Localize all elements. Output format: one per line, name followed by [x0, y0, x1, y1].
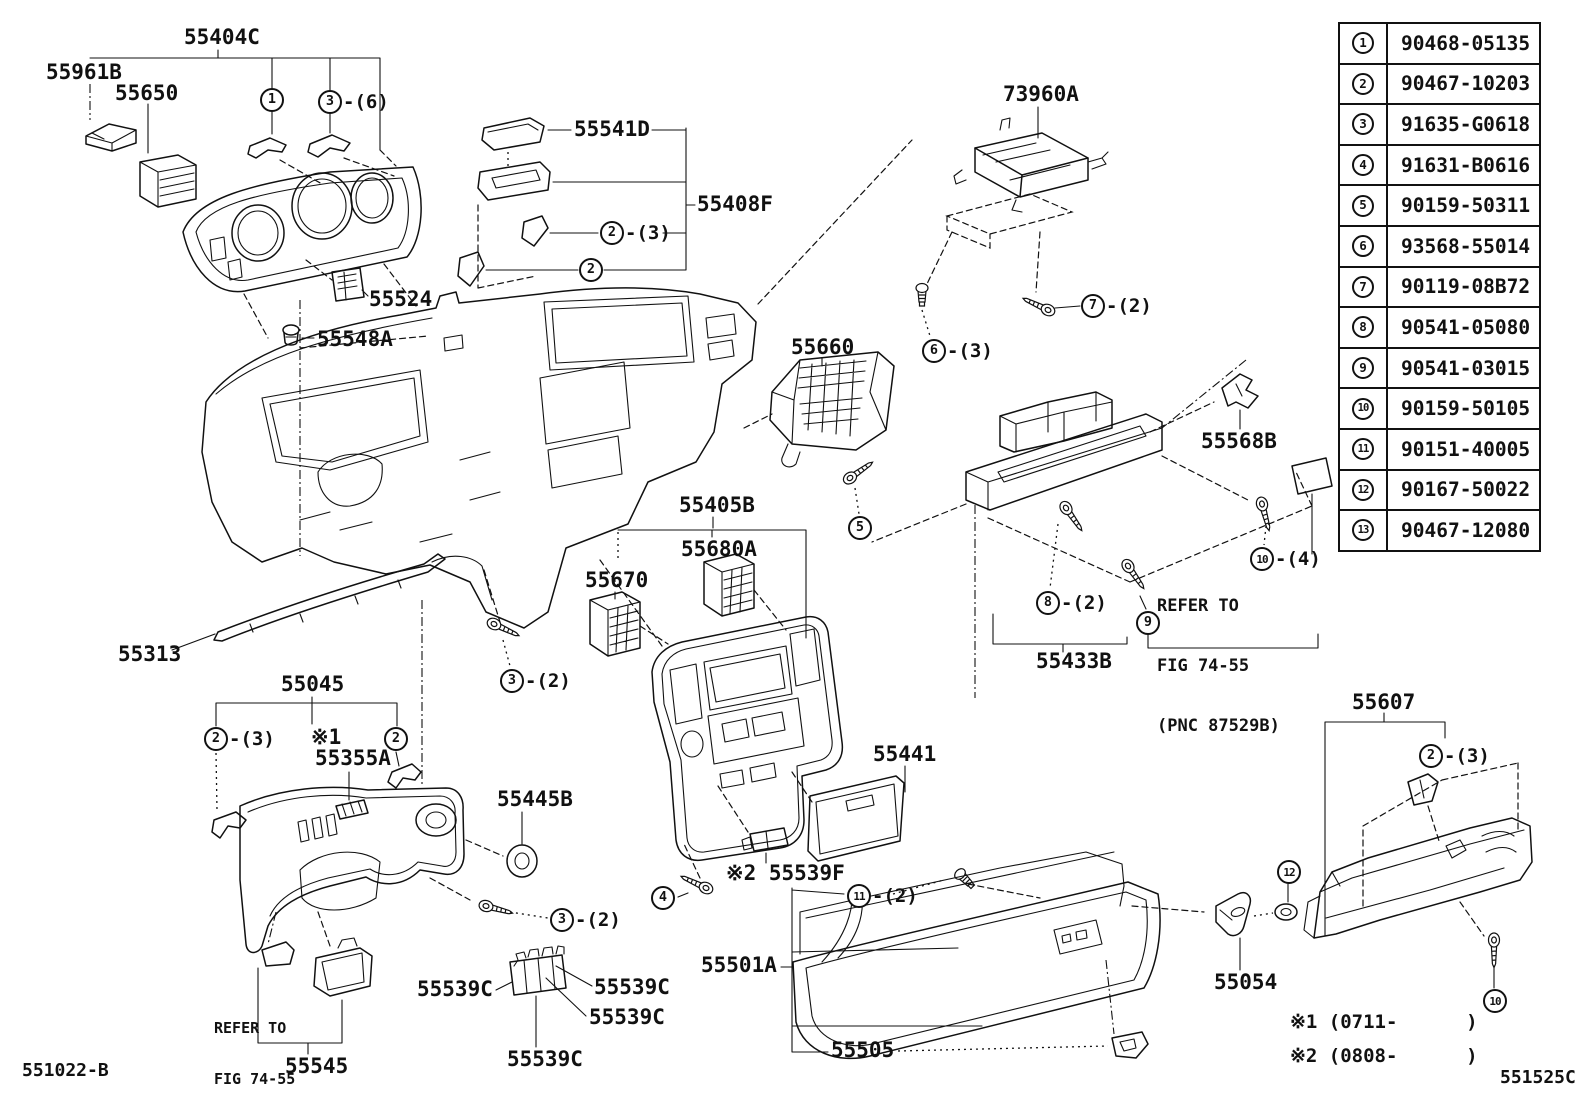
callout-7-2: 7-(2)	[1081, 294, 1152, 318]
part-label-55539c-left: 55539C	[417, 977, 493, 1001]
part-label-55408f: 55408F	[697, 192, 773, 216]
part-label-55539c-bottom: 55539C	[507, 1047, 583, 1071]
part-label-55045: 55045	[281, 672, 345, 696]
vent-55660-art	[743, 351, 895, 515]
callout-10-4: 10-(4)	[1250, 547, 1321, 571]
callout-5: 5	[848, 516, 873, 540]
callout-11-2: 11-(2)	[847, 884, 918, 908]
callout-2-3a: 2-(3)	[600, 221, 671, 245]
refer-note-74540: REFER TO FIG 74-55 (PNC 74540)	[214, 986, 313, 1099]
lower-panel-55045-art	[211, 696, 549, 1055]
door-55441-art	[677, 765, 906, 898]
callout-10b: 10	[1483, 989, 1508, 1013]
part-label-55541d: 55541D	[574, 117, 650, 141]
part-label-55680a: 55680A	[681, 537, 757, 561]
bracket-lines-55404c	[89, 49, 417, 339]
callout-2-3c: 2-(3)	[1419, 744, 1490, 768]
note-mark-1: ※1	[311, 725, 342, 749]
part-label-55054: 55054	[1214, 970, 1278, 994]
part-label-55445b: 55445B	[497, 787, 573, 811]
callout-2a: 2	[579, 258, 604, 282]
refer-note-87529b: REFER TO FIG 74-55 (PNC 87529B)	[1157, 556, 1280, 756]
callout-3-2a: 3-(2)	[500, 669, 571, 693]
part-label-55548a: 55548A	[317, 327, 393, 351]
instrument-panel-art	[201, 287, 976, 784]
part-label-55524: 55524	[369, 287, 433, 311]
part-label-55355a: 55355A	[315, 746, 391, 770]
callout-12: 12	[1277, 860, 1302, 884]
callout-8-2: 8-(2)	[1036, 591, 1107, 615]
figure-id-bottom-left: 551022-B	[22, 1060, 109, 1081]
callout-2-3b: 2-(3)	[204, 727, 275, 751]
callout-3-6: 3-(6)	[318, 90, 389, 114]
part-label-55539c-right1: 55539C	[594, 975, 670, 999]
refer-line: FIG 74-55	[1157, 656, 1250, 676]
radio-bracket-art	[871, 359, 1333, 653]
part-label-55545: 55545	[285, 1054, 349, 1078]
part-label-55660: 55660	[791, 335, 855, 359]
refer-line: REFER TO	[1157, 596, 1239, 616]
clamp-55539c-art	[495, 945, 593, 1048]
callout-4: 4	[651, 886, 676, 910]
part-label-55404c: 55404C	[184, 25, 260, 49]
callout-2b: 2	[384, 727, 409, 751]
part-label-55607: 55607	[1352, 690, 1416, 714]
refer-line: REFER TO	[214, 1019, 287, 1037]
part-label-55650: 55650	[115, 81, 179, 105]
figure-id-bottom-right: 551525C	[1500, 1067, 1576, 1088]
part-label-55505: 55505	[831, 1038, 895, 1062]
refer-line: (PNC 87529B)	[1157, 716, 1280, 736]
part-label-55405b: 55405B	[679, 493, 755, 517]
part-label-55539c-right2: 55539C	[589, 1005, 665, 1029]
callout-1: 1	[260, 88, 285, 112]
part-label-55568b: 55568B	[1201, 429, 1277, 453]
ecu-73960a-art	[757, 106, 1109, 337]
cluster-bezel-art	[182, 166, 422, 293]
callout-3-2b: 3-(2)	[550, 908, 621, 932]
small-parts-top-left	[85, 123, 429, 349]
part-label-55539f: ※2 55539F	[726, 861, 845, 885]
glove-box-art	[780, 851, 1298, 1060]
part-label-55433b: 55433B	[1036, 649, 1112, 673]
footnote-2: ※2 (0808- )	[1290, 1045, 1478, 1067]
part-label-55501a: 55501A	[701, 953, 777, 977]
part-label-55670: 55670	[585, 568, 649, 592]
panel-55607-art	[1303, 712, 1533, 989]
part-label-55313: 55313	[118, 642, 182, 666]
part-label-55441: 55441	[873, 742, 937, 766]
refer-line: FIG 74-55	[214, 1070, 296, 1088]
footnote-1: ※1 (0711- )	[1290, 1011, 1478, 1033]
cover-55541d-art	[457, 117, 696, 289]
callout-6-3: 6-(3)	[922, 339, 993, 363]
reinforcement-55313-art	[171, 553, 522, 667]
part-label-73960a: 73960A	[1003, 82, 1079, 106]
part-label-55961b: 55961B	[46, 60, 122, 84]
callout-9: 9	[1136, 611, 1161, 635]
